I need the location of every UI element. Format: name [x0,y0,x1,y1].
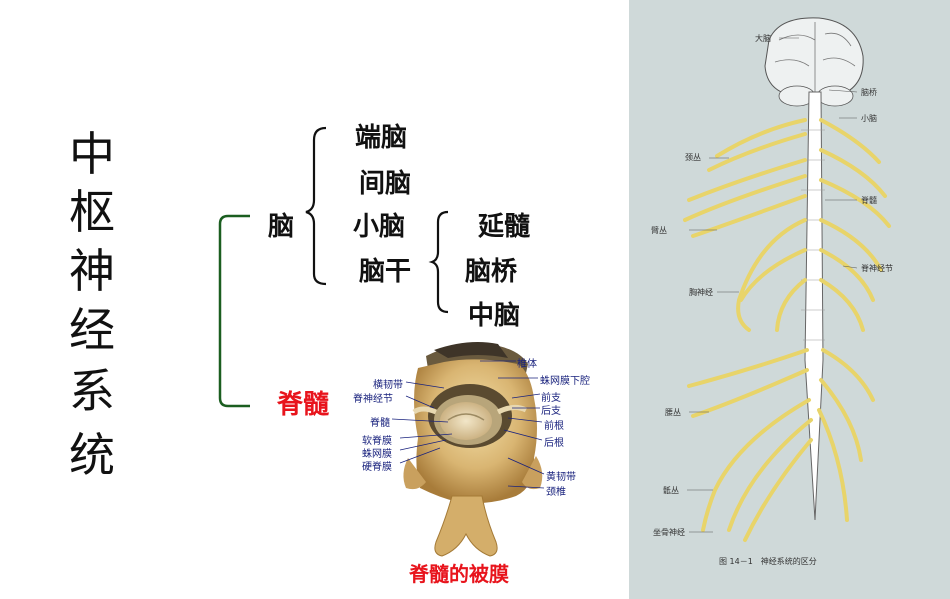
fig-label-lumbar-plexus: 腰丛 [665,408,681,417]
fig-label-thoracic-nerve: 胸神经 [689,288,713,297]
label-pia-mater: 软脊膜 [362,436,392,447]
term-diencephalon: 间脑 [359,169,412,199]
label-dura-mater: 硬脊膜 [362,462,392,473]
fig-label-spinal-ganglion: 脊神经节 [861,264,893,273]
term-telencephalon: 端脑 [355,123,408,153]
cns-bracket [218,214,250,408]
figure-caption: 图 14－1 神经系统的区分 [719,557,817,566]
term-medulla: 延髓 [478,212,531,242]
label-vertebral-body: 椎体 [517,359,537,370]
term-brain: 脑 [268,212,295,242]
title-char: 系 [69,364,115,418]
term-pons: 脑桥 [465,257,518,287]
label-subarachnoid-space: 蛛网膜下腔 [540,376,590,387]
title-char: 枢 [69,185,115,239]
brain-bracket [305,126,327,286]
fig-label-cervical-plexus: 颈丛 [685,153,701,162]
nervous-system-figure: 大脑 脑桥 小脑 脊髓 脊神经节 颈丛 臂丛 胸神经 腰丛 骶丛 坐骨神经 图 … [629,0,950,599]
label-cervical-vertebra: 颈椎 [546,487,566,498]
label-arachnoid: 蛛网膜 [362,449,392,460]
spine-photo-caption: 脊髓的被膜 [409,562,509,586]
label-spinal-cord: 脊髓 [370,418,390,429]
term-midbrain: 中脑 [468,301,521,331]
title-char: 经 [69,303,115,357]
fig-label-spinal-cord: 脊髓 [861,196,877,205]
fig-label-brachial-plexus: 臂丛 [651,226,667,235]
label-posterior-ramus: 后支 [541,406,561,417]
term-cerebellum: 小脑 [353,212,406,242]
fig-label-pons: 脑桥 [861,88,877,97]
label-spinal-ganglion: 脊神经节 [353,394,393,405]
label-anterior-root: 前根 [544,421,564,432]
fig-label-sacral-plexus: 骶丛 [663,486,679,495]
title-char: 中 [69,127,115,181]
label-posterior-root: 后根 [544,438,564,449]
title-char: 统 [69,428,115,482]
fig-label-sciatic-nerve: 坐骨神经 [653,528,685,537]
fig-label-cerebellum: 小脑 [861,114,877,123]
title-char: 神 [69,244,115,298]
term-spinal-cord: 脊髓 [277,390,330,420]
term-brainstem: 脑干 [359,257,412,287]
brainstem-bracket [428,210,449,314]
label-anterior-ramus: 前支 [541,393,561,404]
fig-label-cerebrum: 大脑 [755,34,771,43]
spinal-meninges-photo [391,342,545,557]
label-ligamentum-flavum: 黄韧带 [546,472,576,483]
label-transverse-ligament: 横韧带 [373,380,403,391]
nervous-system-drawing [683,17,891,542]
